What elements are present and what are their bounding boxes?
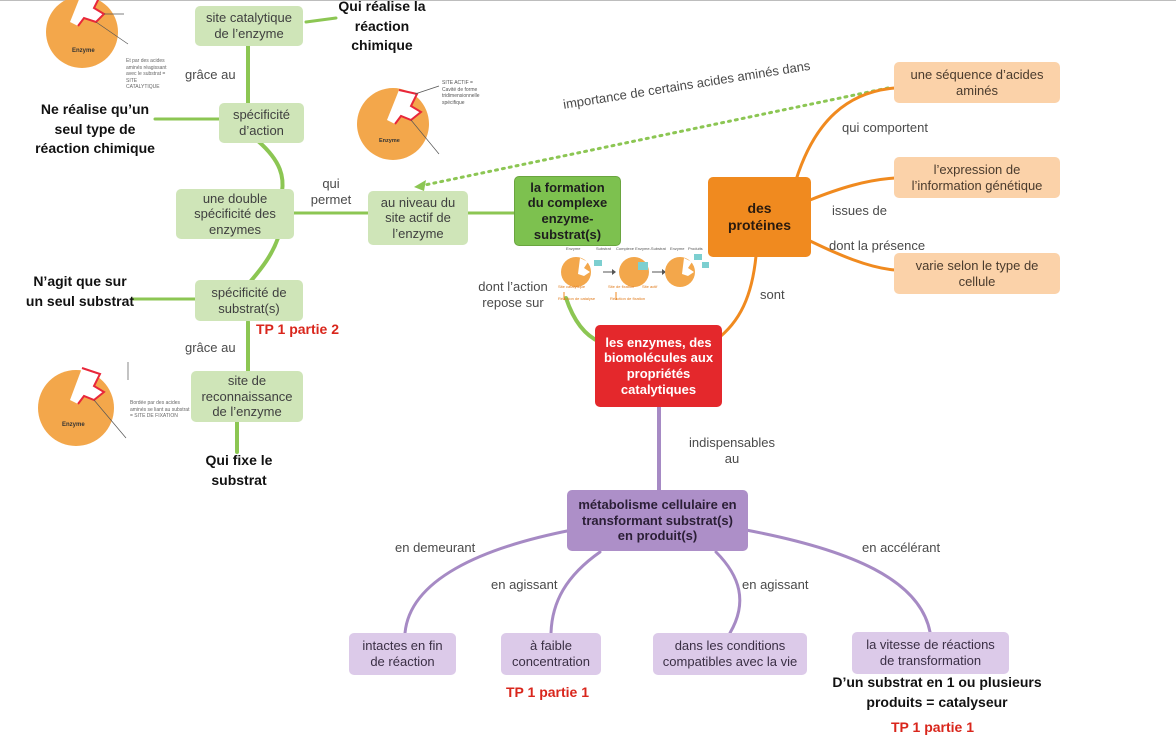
link-importance-dotted: [418, 86, 890, 188]
link-metabolisme-vitesse: [744, 528, 932, 634]
node-double-specificite[interactable]: une double spécificité des enzymes: [176, 189, 294, 239]
node-intactes[interactable]: intactes en fin de réaction: [349, 633, 456, 675]
note-un-type: Ne réalise qu’un seul type de réaction c…: [35, 101, 155, 157]
enzyme-word-3: Enzyme: [62, 422, 85, 428]
node-specificite-action[interactable]: spécificité d’action: [219, 103, 304, 143]
enzyme-site-actif-picture: Enzyme: [357, 85, 440, 160]
enzyme-word: Enzyme: [72, 48, 95, 54]
link-metabolisme-intactes: [403, 528, 574, 635]
catalytic-caption: Et par des acides aminés réagissant avec…: [126, 58, 167, 90]
fixation-caption: Bordée par des acides aminés se liant au…: [130, 400, 190, 419]
reaction-small-label-3: Réaction de catalyse: [558, 296, 596, 301]
node-enzymes[interactable]: les enzymes, des biomolécules aux propri…: [595, 325, 722, 407]
label-en-demeurant: en demeurant: [395, 540, 476, 555]
node-proteines[interactable]: des protéines: [708, 177, 811, 257]
node-specificite-substrat[interactable]: spécificité de substrat(s): [195, 280, 303, 321]
link-specificite-double: [256, 139, 285, 194]
node-vitesse[interactable]: la vitesse de réactions de transformatio…: [852, 632, 1009, 674]
link-double-substrat: [248, 236, 280, 284]
tp-partie2: TP 1 partie 2: [256, 321, 340, 337]
note-fixe: Qui fixe le substrat: [205, 452, 273, 488]
label-grace-au-1: grâce au: [185, 67, 236, 82]
link-metabolisme-faible: [549, 550, 602, 635]
node-formation-complexe[interactable]: la formation du complexe enzyme-substrat…: [514, 176, 621, 246]
enzyme-fixation-picture: Enzyme: [38, 362, 129, 446]
node-site-catalytique[interactable]: site catalytique de l’enzyme: [195, 6, 303, 46]
reaction-label-1: Substrat: [596, 246, 611, 251]
link-proteines-varie: [798, 234, 897, 272]
enzyme-word-2: Enzyme: [379, 138, 400, 144]
note-catalyseur: D’un substrat en 1 ou plusieurs produits…: [832, 674, 1042, 710]
node-site-reconnaissance[interactable]: site de reconnaissance de l’enzyme: [191, 371, 303, 422]
reaction-small-label-2: Site actif: [642, 284, 658, 289]
reaction-small-label-4: Réaction de fixation: [610, 296, 646, 301]
node-varie[interactable]: varie selon le type de cellule: [894, 253, 1060, 294]
link-catalytique-note: [304, 16, 338, 24]
arrowhead-importance: [414, 180, 426, 191]
label-indispensables: indispensables au: [688, 435, 775, 467]
label-en-accelerant: en accélérant: [862, 540, 941, 555]
label-en-agissant-2: en agissant: [742, 577, 809, 592]
reaction-label-3: Enzyme: [670, 246, 685, 251]
reaction-label-0: Enzyme: [566, 246, 581, 251]
reaction-label-4: Produits: [688, 246, 703, 251]
note-realise: Qui réalise la réaction chimique: [338, 0, 426, 54]
node-metabolisme[interactable]: métabolisme cellulaire en transformant s…: [567, 490, 748, 551]
link-metabolisme-conditions: [714, 550, 742, 635]
reaction-label-2: Complexe Enzyme-Substrat: [616, 246, 666, 251]
link-proteines-sequence: [794, 86, 897, 182]
label-issues-de: issues de: [832, 203, 887, 218]
label-dont-action: dont l’action repose sur: [478, 279, 548, 311]
top-border: [0, 0, 1176, 1]
reaction-small-label-0: Site catalytique: [558, 284, 586, 289]
label-qui-comportent: qui comportent: [842, 120, 928, 135]
link-proteines-expression: [808, 176, 897, 202]
node-sequence[interactable]: une séquence d’acides aminés: [894, 62, 1060, 103]
tp-partie1-b: TP 1 partie 1: [891, 719, 975, 735]
enzyme-catalytic-picture: Enzyme: [46, 0, 129, 68]
label-sont: sont: [760, 287, 785, 302]
site-actif-caption: SITE ACTIF = Cavité de forme tridimensio…: [442, 80, 480, 106]
link-proteines-enzymes: [714, 254, 758, 342]
label-qui-permet: qui permet: [310, 176, 352, 208]
tp-partie1-a: TP 1 partie 1: [506, 684, 590, 700]
label-en-agissant-1: en agissant: [491, 577, 558, 592]
reaction-small-labels: Site catalytique Site de fixation Site act…: [558, 284, 718, 308]
node-conditions[interactable]: dans les conditions compatibles avec la …: [653, 633, 807, 675]
enzyme-reaction-schema: [561, 254, 709, 300]
note-un-substrat: N’agit que sur un seul substrat: [25, 273, 135, 309]
node-expression[interactable]: l’expression de l’information génétique: [894, 157, 1060, 198]
node-niveau-site-actif[interactable]: au niveau du site actif de l’enzyme: [368, 191, 468, 245]
node-faible[interactable]: à faible concentration: [501, 633, 601, 675]
reaction-labels: Enzyme Substrat Complexe Enzyme-Substrat En…: [566, 246, 726, 256]
reaction-small-label-1: Site de fixation: [608, 284, 635, 289]
label-dont-presence: dont la présence: [829, 238, 926, 253]
label-grace-au-2: grâce au: [185, 340, 236, 355]
